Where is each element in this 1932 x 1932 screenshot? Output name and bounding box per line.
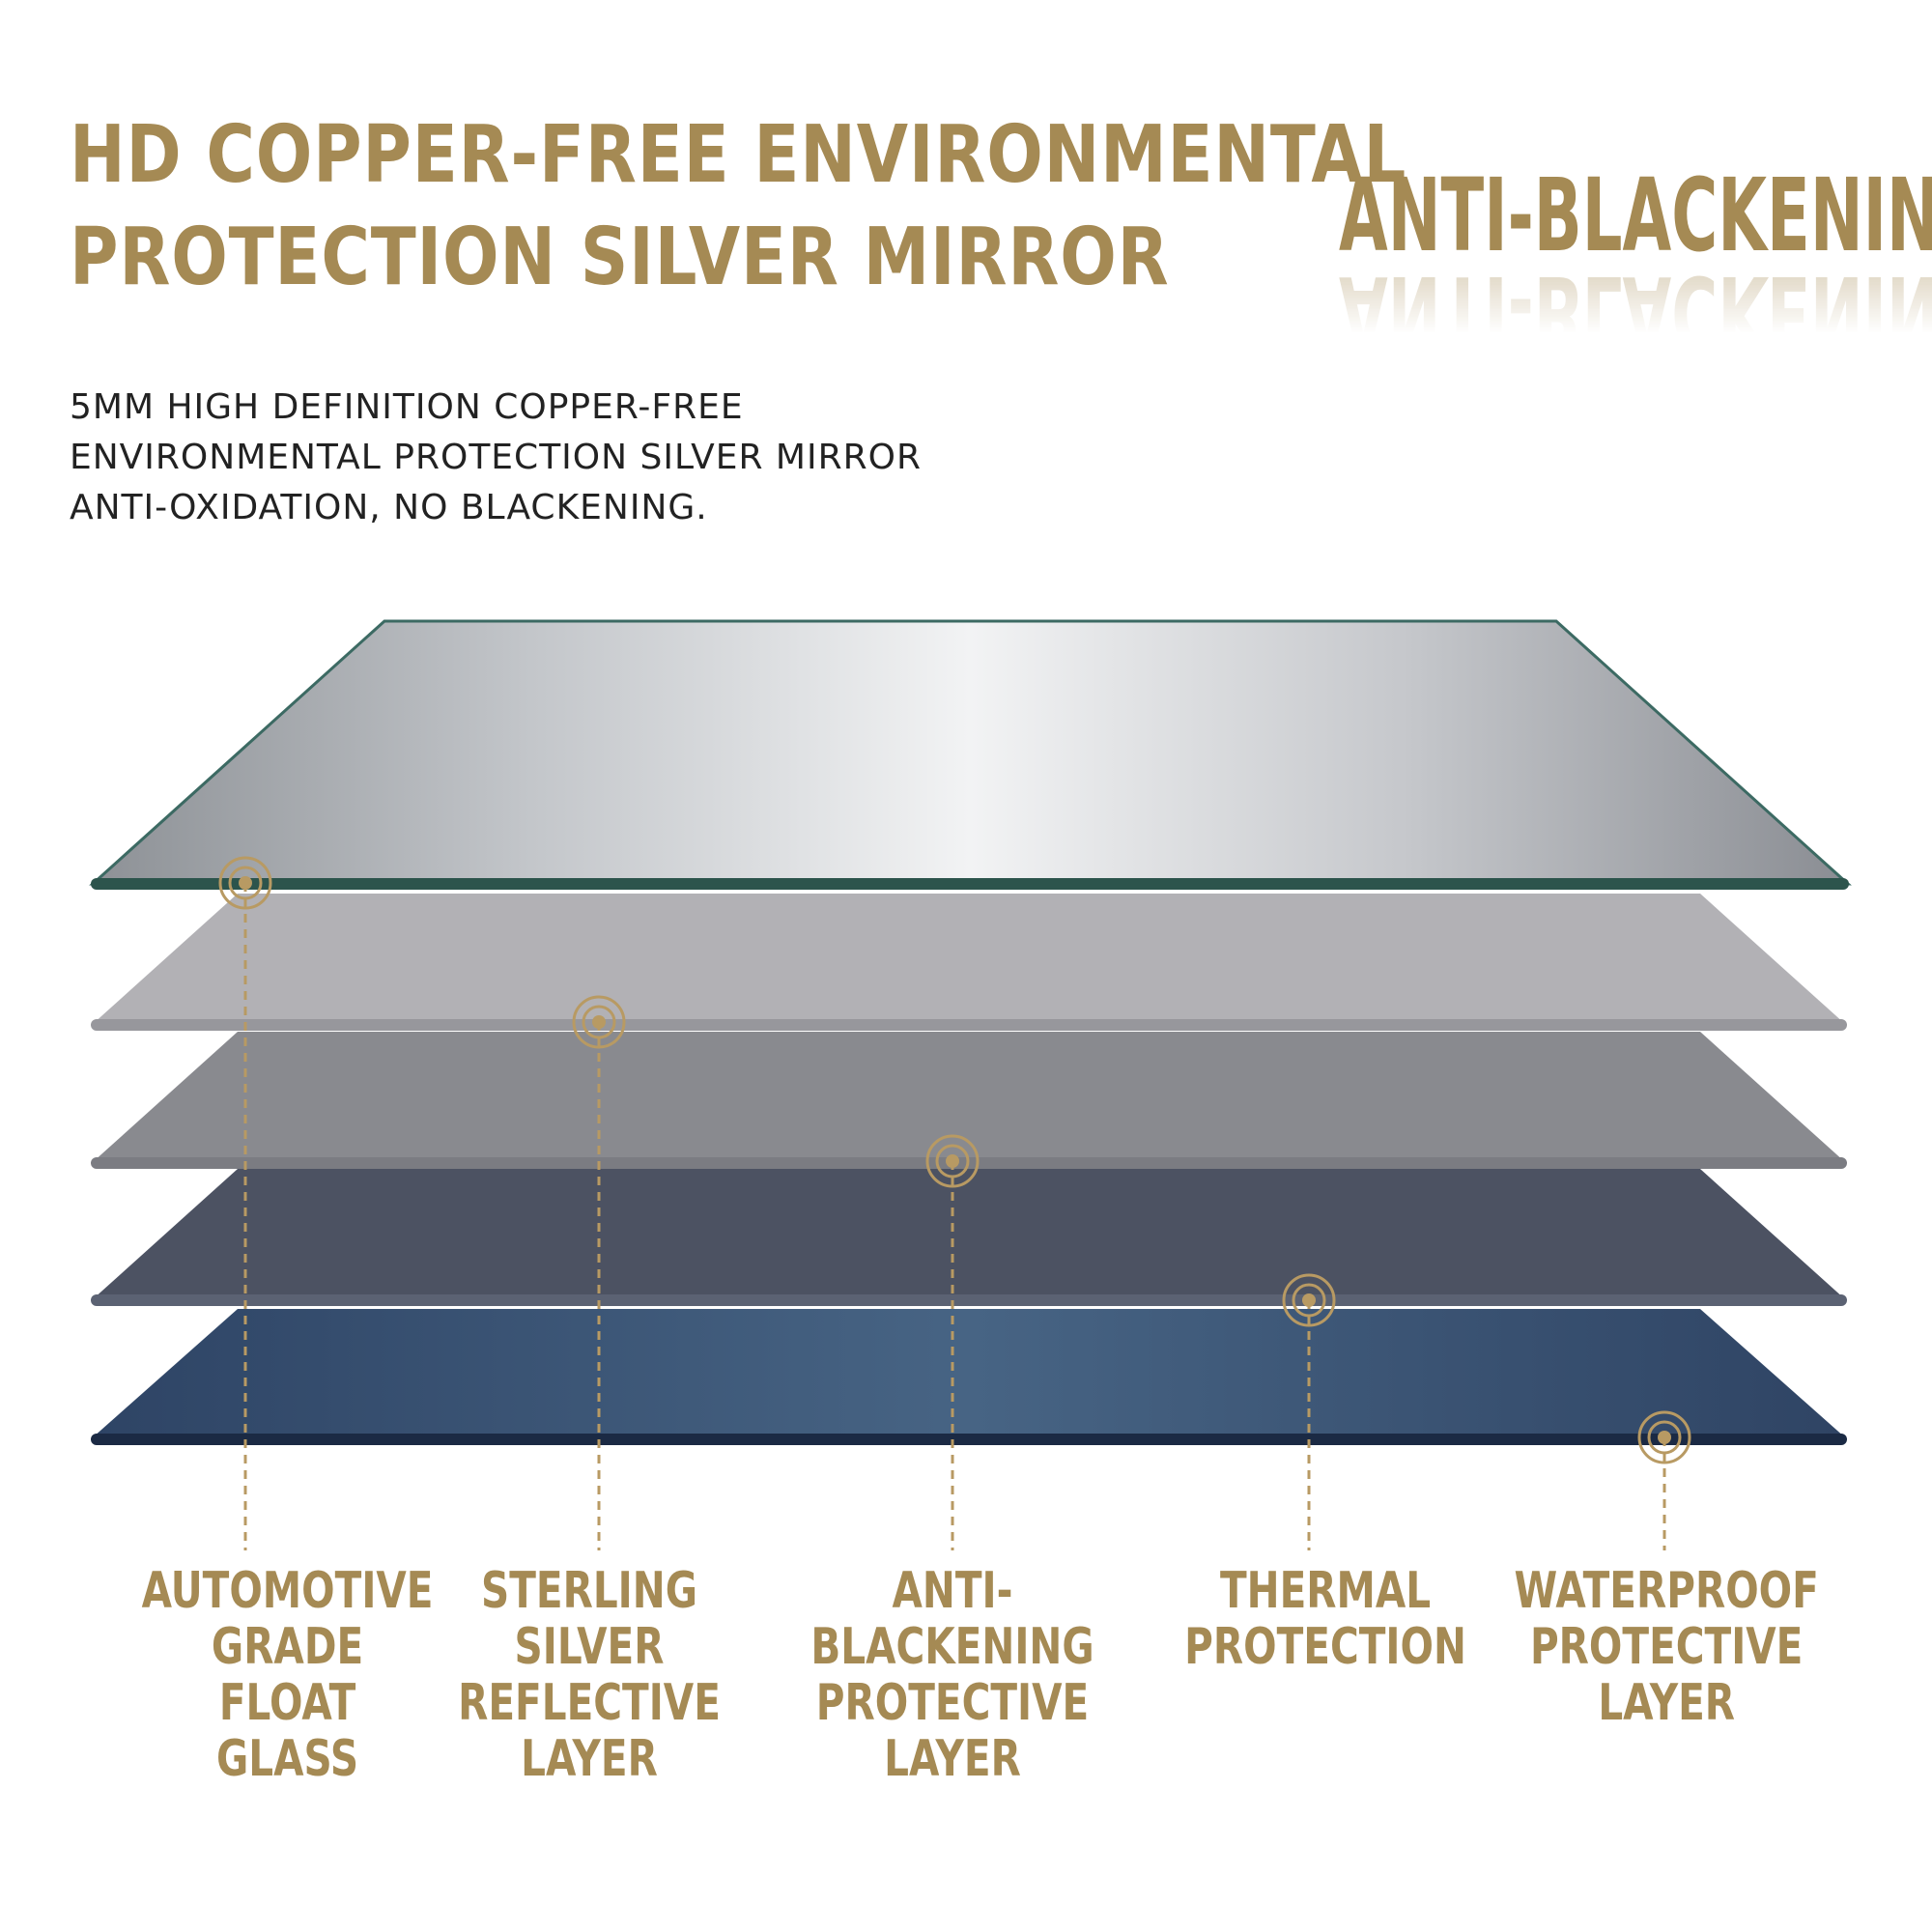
description-line-1: 5MM HIGH DEFINITION COPPER-FREE	[70, 387, 744, 427]
layer-waterproof	[91, 1309, 1847, 1445]
layer-sterling-silver	[91, 894, 1847, 1031]
label-waterproof: WATERPROOF PROTECTIVE LAYER	[1471, 1563, 1858, 1731]
label-sterling-silver-text: STERLING SILVER REFLECTIVE LAYER	[458, 1562, 721, 1788]
label-anti-blackening: ANTI-BLACKENING PROTECTIVE LAYER	[759, 1563, 1146, 1787]
layer-float-glass	[89, 619, 1852, 890]
description-line-2: ENVIRONMENTAL PROTECTION SILVER MIRROR	[70, 438, 922, 477]
label-thermal-protection: THERMAL PROTECTION	[1145, 1563, 1473, 1675]
label-float-glass-text: AUTOMOTIVE GRADE FLOAT GLASS	[141, 1562, 434, 1788]
target-marker-icon	[925, 1134, 980, 1188]
target-marker-icon	[1282, 1273, 1336, 1327]
label-thermal-protection-text: THERMAL PROTECTION	[1184, 1562, 1466, 1676]
target-marker-icon	[572, 995, 626, 1049]
target-marker-icon	[1637, 1410, 1691, 1464]
anti-blackening-badge: ANTI-BLACKENING ANTI-BLACKENING	[1339, 162, 1932, 371]
headline-line-2: PROTECTION SILVER MIRROR	[70, 212, 1170, 303]
badge-text: ANTI-BLACKENING	[1339, 156, 1932, 274]
target-marker-icon	[218, 856, 272, 910]
layer-thermal	[91, 1169, 1847, 1306]
description-line-3: ANTI-OXIDATION, NO BLACKENING.	[70, 488, 708, 527]
label-float-glass: AUTOMOTIVE GRADE FLOAT GLASS	[100, 1563, 434, 1787]
label-anti-blackening-text: ANTI-BLACKENING PROTECTIVE LAYER	[810, 1562, 1094, 1788]
layer-anti-blackening	[91, 1032, 1847, 1169]
label-waterproof-text: WATERPROOF PROTECTIVE LAYER	[1514, 1562, 1819, 1732]
description: 5MM HIGH DEFINITION COPPER-FREE ENVIRONM…	[70, 383, 1132, 533]
label-sterling-silver: STERLING SILVER REFLECTIVE LAYER	[406, 1563, 773, 1787]
